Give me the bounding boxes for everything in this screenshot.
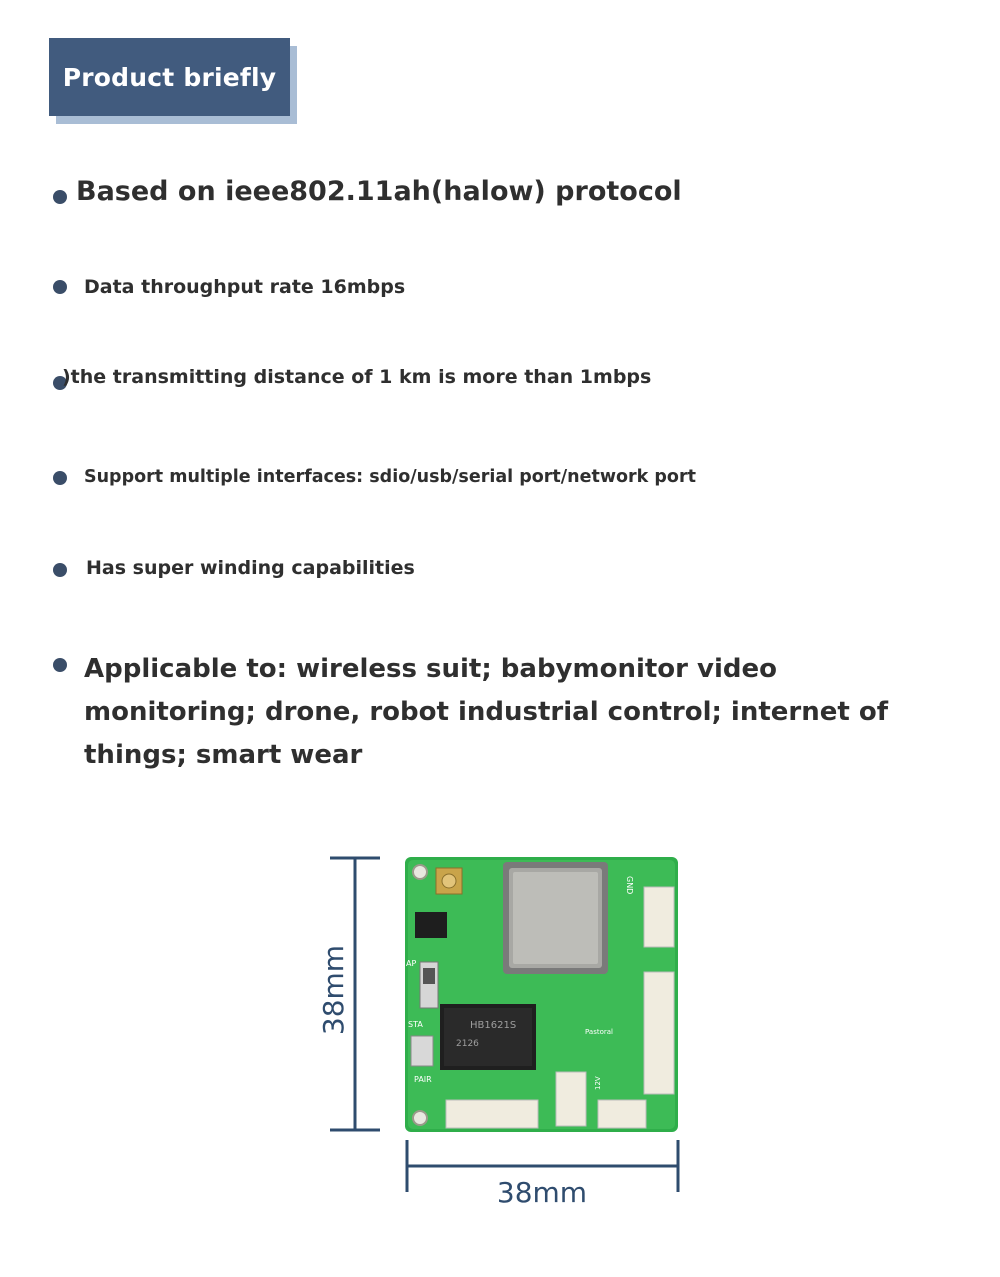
silk-sta: STA	[408, 1020, 423, 1029]
feature-item: )the transmitting distance of 1 km is mo…	[62, 366, 652, 388]
silk-12v: 12V	[594, 1076, 602, 1090]
section-header: Product briefly	[49, 38, 290, 116]
feature-item: Applicable to: wireless suit; babymonito…	[84, 654, 889, 770]
width-dimension	[405, 1140, 680, 1192]
silk-pair: PAIR	[414, 1075, 432, 1084]
height-label: 38mm	[317, 945, 350, 1035]
feature-item: Based on ieee802.11ah(halow) protocol	[76, 176, 682, 207]
silk-brand: Pastoral	[585, 1028, 613, 1036]
bullet-icon	[53, 376, 67, 390]
bullet-icon	[53, 471, 67, 485]
section-title: Product briefly	[62, 62, 277, 92]
height-dimension	[330, 856, 380, 1132]
chip-date: 2126	[456, 1039, 479, 1049]
pcb-board: HB1621S 2126 GND STA PAIR Pastoral AP 12…	[405, 857, 678, 1132]
chip-label: HB1621S	[470, 1020, 516, 1031]
feature-item: Has super winding capabilities	[86, 557, 415, 579]
width-label: 38mm	[497, 1176, 587, 1209]
feature-item: Data throughput rate 16mbps	[84, 276, 406, 298]
bullet-icon	[53, 280, 67, 294]
feature-item: Support multiple interfaces: sdio/usb/se…	[84, 467, 696, 487]
silk-gnd: GND	[625, 876, 634, 894]
silk-ap: AP	[406, 959, 416, 968]
bullet-icon	[53, 563, 67, 577]
bullet-icon	[53, 190, 67, 204]
bullet-icon	[53, 658, 67, 672]
